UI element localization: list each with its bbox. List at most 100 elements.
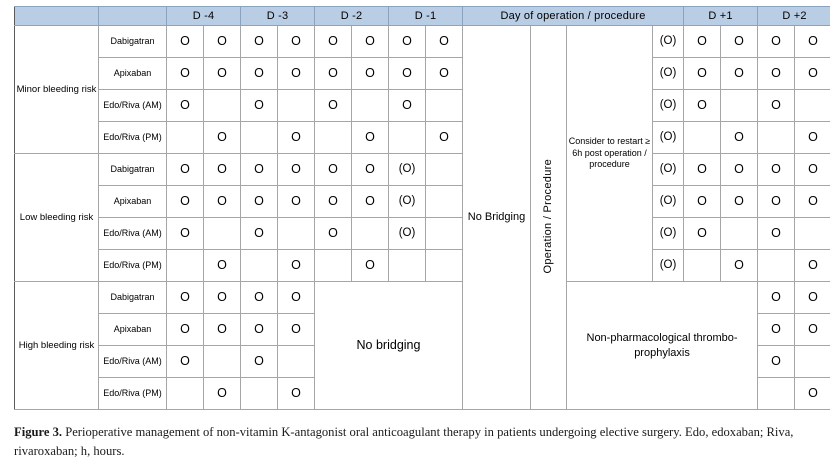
dose-cell: O — [351, 153, 389, 186]
dose-cell: O — [166, 217, 204, 250]
dose-cell: O — [203, 121, 241, 154]
dose-cell: O — [794, 249, 830, 282]
dose-cell — [351, 217, 389, 250]
dose-cell — [240, 377, 278, 410]
dose-cell — [240, 249, 278, 282]
dose-cell: O — [757, 217, 796, 250]
drug-label: Dabigatran — [98, 281, 167, 314]
dose-cell: O — [794, 185, 830, 218]
dose-cell: O — [166, 89, 204, 122]
dose-cell: O — [240, 57, 278, 90]
dose-cell — [794, 345, 830, 378]
table-row: Edo/Riva (PM) O O O — [15, 377, 830, 410]
table-row: Low bleeding risk Dabigatran O O O O O O… — [14, 153, 830, 282]
dose-cell: O — [794, 377, 830, 410]
dose-cell — [203, 217, 241, 250]
no-bridging-high-cell: No bridging — [314, 281, 463, 410]
dose-cell — [425, 89, 463, 122]
post-op-paren-cell: (O) — [651, 89, 685, 122]
dose-cell: O — [720, 121, 759, 154]
dose-cell: O — [277, 121, 315, 154]
dose-cell: O — [683, 57, 722, 90]
drug-label: Edo/Riva (AM) — [98, 89, 167, 122]
dose-cell: O — [314, 25, 352, 58]
dose-cell: O — [166, 345, 204, 378]
dose-cell: O — [757, 89, 796, 122]
dose-cell: O — [277, 249, 315, 282]
post-op-paren-cell: (O) — [651, 121, 685, 154]
dose-cell: (O) — [388, 185, 426, 218]
dose-cell: O — [314, 185, 352, 218]
post-op-paren-cell: (O) — [651, 57, 685, 90]
dose-cell: O — [351, 57, 389, 90]
dose-cell: O — [683, 153, 722, 186]
table-row: Minor bleeding risk Dabigatran O O O O O… — [14, 25, 830, 410]
dose-cell — [314, 249, 352, 282]
dose-cell: O — [277, 281, 315, 314]
dose-cell: O — [203, 249, 241, 282]
dose-cell — [794, 89, 830, 122]
dose-cell: O — [240, 89, 278, 122]
dose-cell — [425, 249, 463, 282]
drug-label: Apixaban — [98, 313, 167, 346]
dose-cell: O — [720, 25, 759, 58]
dose-cell: O — [314, 89, 352, 122]
drug-label: Edo/Riva (AM) — [98, 217, 167, 250]
operation-procedure-label: Operation / Procedure — [542, 158, 555, 274]
dose-cell: O — [277, 185, 315, 218]
figure-label: Figure 3. — [14, 425, 63, 439]
dose-cell: O — [240, 185, 278, 218]
dose-cell: O — [314, 217, 352, 250]
dose-cell — [388, 121, 426, 154]
dose-cell: O — [240, 345, 278, 378]
header-day-plus-2: D +2 — [757, 6, 830, 26]
non-pharmacological-prophylaxis-cell: Non-pharmacological thrombo-prophylaxis — [565, 281, 759, 410]
dose-cell — [720, 217, 759, 250]
table-row: Edo/Riva (AM) O O O (O) (O) O O — [15, 217, 830, 250]
dose-cell — [388, 249, 426, 282]
dose-cell — [351, 89, 389, 122]
dose-cell: O — [240, 281, 278, 314]
dose-cell: O — [757, 25, 796, 58]
drug-label: Apixaban — [98, 185, 167, 218]
drug-label: Edo/Riva (PM) — [98, 249, 167, 282]
risk-label-low: Low bleeding risk — [14, 153, 99, 282]
header-day-minus-2: D -2 — [314, 6, 389, 26]
drug-label: Apixaban — [98, 57, 167, 90]
dose-cell: O — [203, 281, 241, 314]
dose-cell: O — [351, 249, 389, 282]
dose-cell: O — [351, 185, 389, 218]
table-row: Edo/Riva (PM) O O O O (O) O O — [15, 121, 830, 154]
drug-label: Dabigatran — [98, 25, 167, 58]
dose-cell — [683, 249, 722, 282]
dose-cell — [203, 89, 241, 122]
dose-cell: O — [794, 153, 830, 186]
dose-cell: O — [720, 57, 759, 90]
dose-cell — [203, 345, 241, 378]
dose-cell: O — [166, 25, 204, 58]
header-day-minus-3: D -3 — [240, 6, 315, 26]
no-bridging-cell: No Bridging — [462, 25, 531, 410]
dose-cell: O — [425, 25, 463, 58]
dose-cell: O — [240, 217, 278, 250]
dose-cell: O — [794, 121, 830, 154]
dose-cell: O — [277, 153, 315, 186]
dose-cell — [757, 377, 796, 410]
dose-cell — [277, 345, 315, 378]
post-op-paren-cell: (O) — [651, 25, 685, 58]
dose-cell: O — [794, 313, 830, 346]
dose-cell — [683, 121, 722, 154]
figure-caption-line2: Edo, edoxaban; Riva, rivaroxaban; h, hou… — [14, 425, 794, 458]
dose-cell: O — [425, 121, 463, 154]
dose-cell: O — [683, 25, 722, 58]
dose-cell: O — [388, 25, 426, 58]
consider-restart-cell: Consider to restart ≥ 6h post operation … — [566, 25, 653, 282]
header-drug-blank — [98, 6, 167, 26]
dose-cell — [166, 377, 204, 410]
dose-cell: O — [794, 281, 830, 314]
dose-cell: O — [757, 345, 796, 378]
dose-cell: O — [720, 185, 759, 218]
dose-cell — [425, 217, 463, 250]
dose-cell — [425, 185, 463, 218]
